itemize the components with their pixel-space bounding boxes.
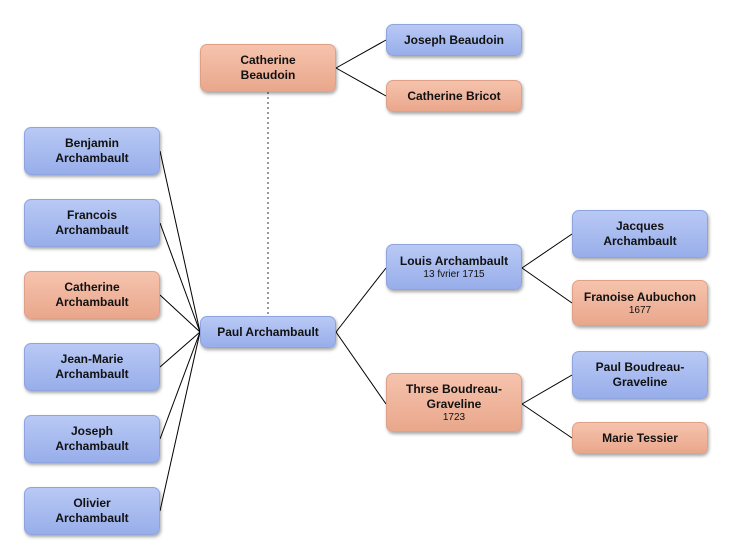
person-marie-tessier[interactable]: Marie Tessier	[572, 422, 708, 454]
edge-benjamin-paul	[159, 150, 201, 333]
person-louis-archambault[interactable]: Louis Archambault 13 fvrier 1715	[386, 244, 522, 290]
edge-louis-jacques	[521, 233, 573, 269]
person-name: Francois Archambault	[55, 208, 129, 237]
person-name: Jacques Archambault	[603, 219, 677, 248]
person-name: Joseph Beaudoin	[403, 32, 504, 47]
person-catherine-archambault[interactable]: Catherine Archambault	[24, 271, 160, 319]
person-joseph-beaudoin[interactable]: Joseph Beaudoin	[386, 24, 522, 56]
edge-paul-louis	[335, 267, 387, 333]
edge-therese-paul-bg	[521, 374, 573, 405]
person-date: 13 fvrier 1715	[423, 268, 485, 280]
person-benjamin-archambault[interactable]: Benjamin Archambault	[24, 127, 160, 175]
edge-joseph-archambault-paul	[159, 331, 201, 440]
person-name: Olivier Archambault	[55, 496, 129, 525]
person-name: Louis Archambault	[399, 253, 509, 268]
person-olivier-archambault[interactable]: Olivier Archambault	[24, 487, 160, 535]
person-name: Thrse Boudreau- Graveline	[405, 381, 502, 411]
person-name: Catherine Archambault	[55, 280, 129, 309]
person-jean-marie-archambault[interactable]: Jean-Marie Archambault	[24, 343, 160, 391]
edge-paul-therese	[335, 331, 387, 405]
edge-jean-marie-paul	[159, 331, 201, 368]
person-francoise-aubuchon[interactable]: Franoise Aubuchon 1677	[572, 280, 708, 326]
person-name: Catherine Bricot	[407, 88, 501, 103]
person-date: 1677	[628, 304, 652, 316]
person-name: Franoise Aubuchon	[583, 289, 697, 304]
edge-catherine-beaudoin-joseph-beaudoin	[335, 39, 387, 69]
edge-catherine-beaudoin-catherine-bricot	[335, 67, 387, 97]
person-name: Benjamin Archambault	[55, 136, 129, 165]
person-name: Catherine Beaudoin	[240, 53, 296, 82]
person-name: Paul Archambault	[217, 324, 319, 339]
person-name: Marie Tessier	[602, 430, 678, 445]
person-name: Jean-Marie Archambault	[55, 352, 129, 381]
person-date: 1723	[442, 411, 466, 423]
edge-louis-francoise	[521, 267, 573, 304]
person-jacques-archambault[interactable]: Jacques Archambault	[572, 210, 708, 258]
person-paul-boudreau-graveline[interactable]: Paul Boudreau- Graveline	[572, 351, 708, 399]
edge-francois-paul	[159, 222, 201, 333]
person-catherine-bricot[interactable]: Catherine Bricot	[386, 80, 522, 112]
person-paul-archambault[interactable]: Paul Archambault	[200, 316, 336, 348]
person-catherine-beaudoin[interactable]: Catherine Beaudoin	[200, 44, 336, 92]
person-joseph-archambault[interactable]: Joseph Archambault	[24, 415, 160, 463]
edge-olivier-paul	[159, 331, 201, 512]
person-therese-boudreau-graveline[interactable]: Thrse Boudreau- Graveline 1723	[386, 373, 522, 432]
person-name: Paul Boudreau- Graveline	[595, 360, 685, 389]
person-name: Joseph Archambault	[55, 424, 129, 453]
edge-therese-marie	[521, 403, 573, 439]
edge-catherine-archambault-paul	[159, 294, 201, 333]
person-francois-archambault[interactable]: Francois Archambault	[24, 199, 160, 247]
